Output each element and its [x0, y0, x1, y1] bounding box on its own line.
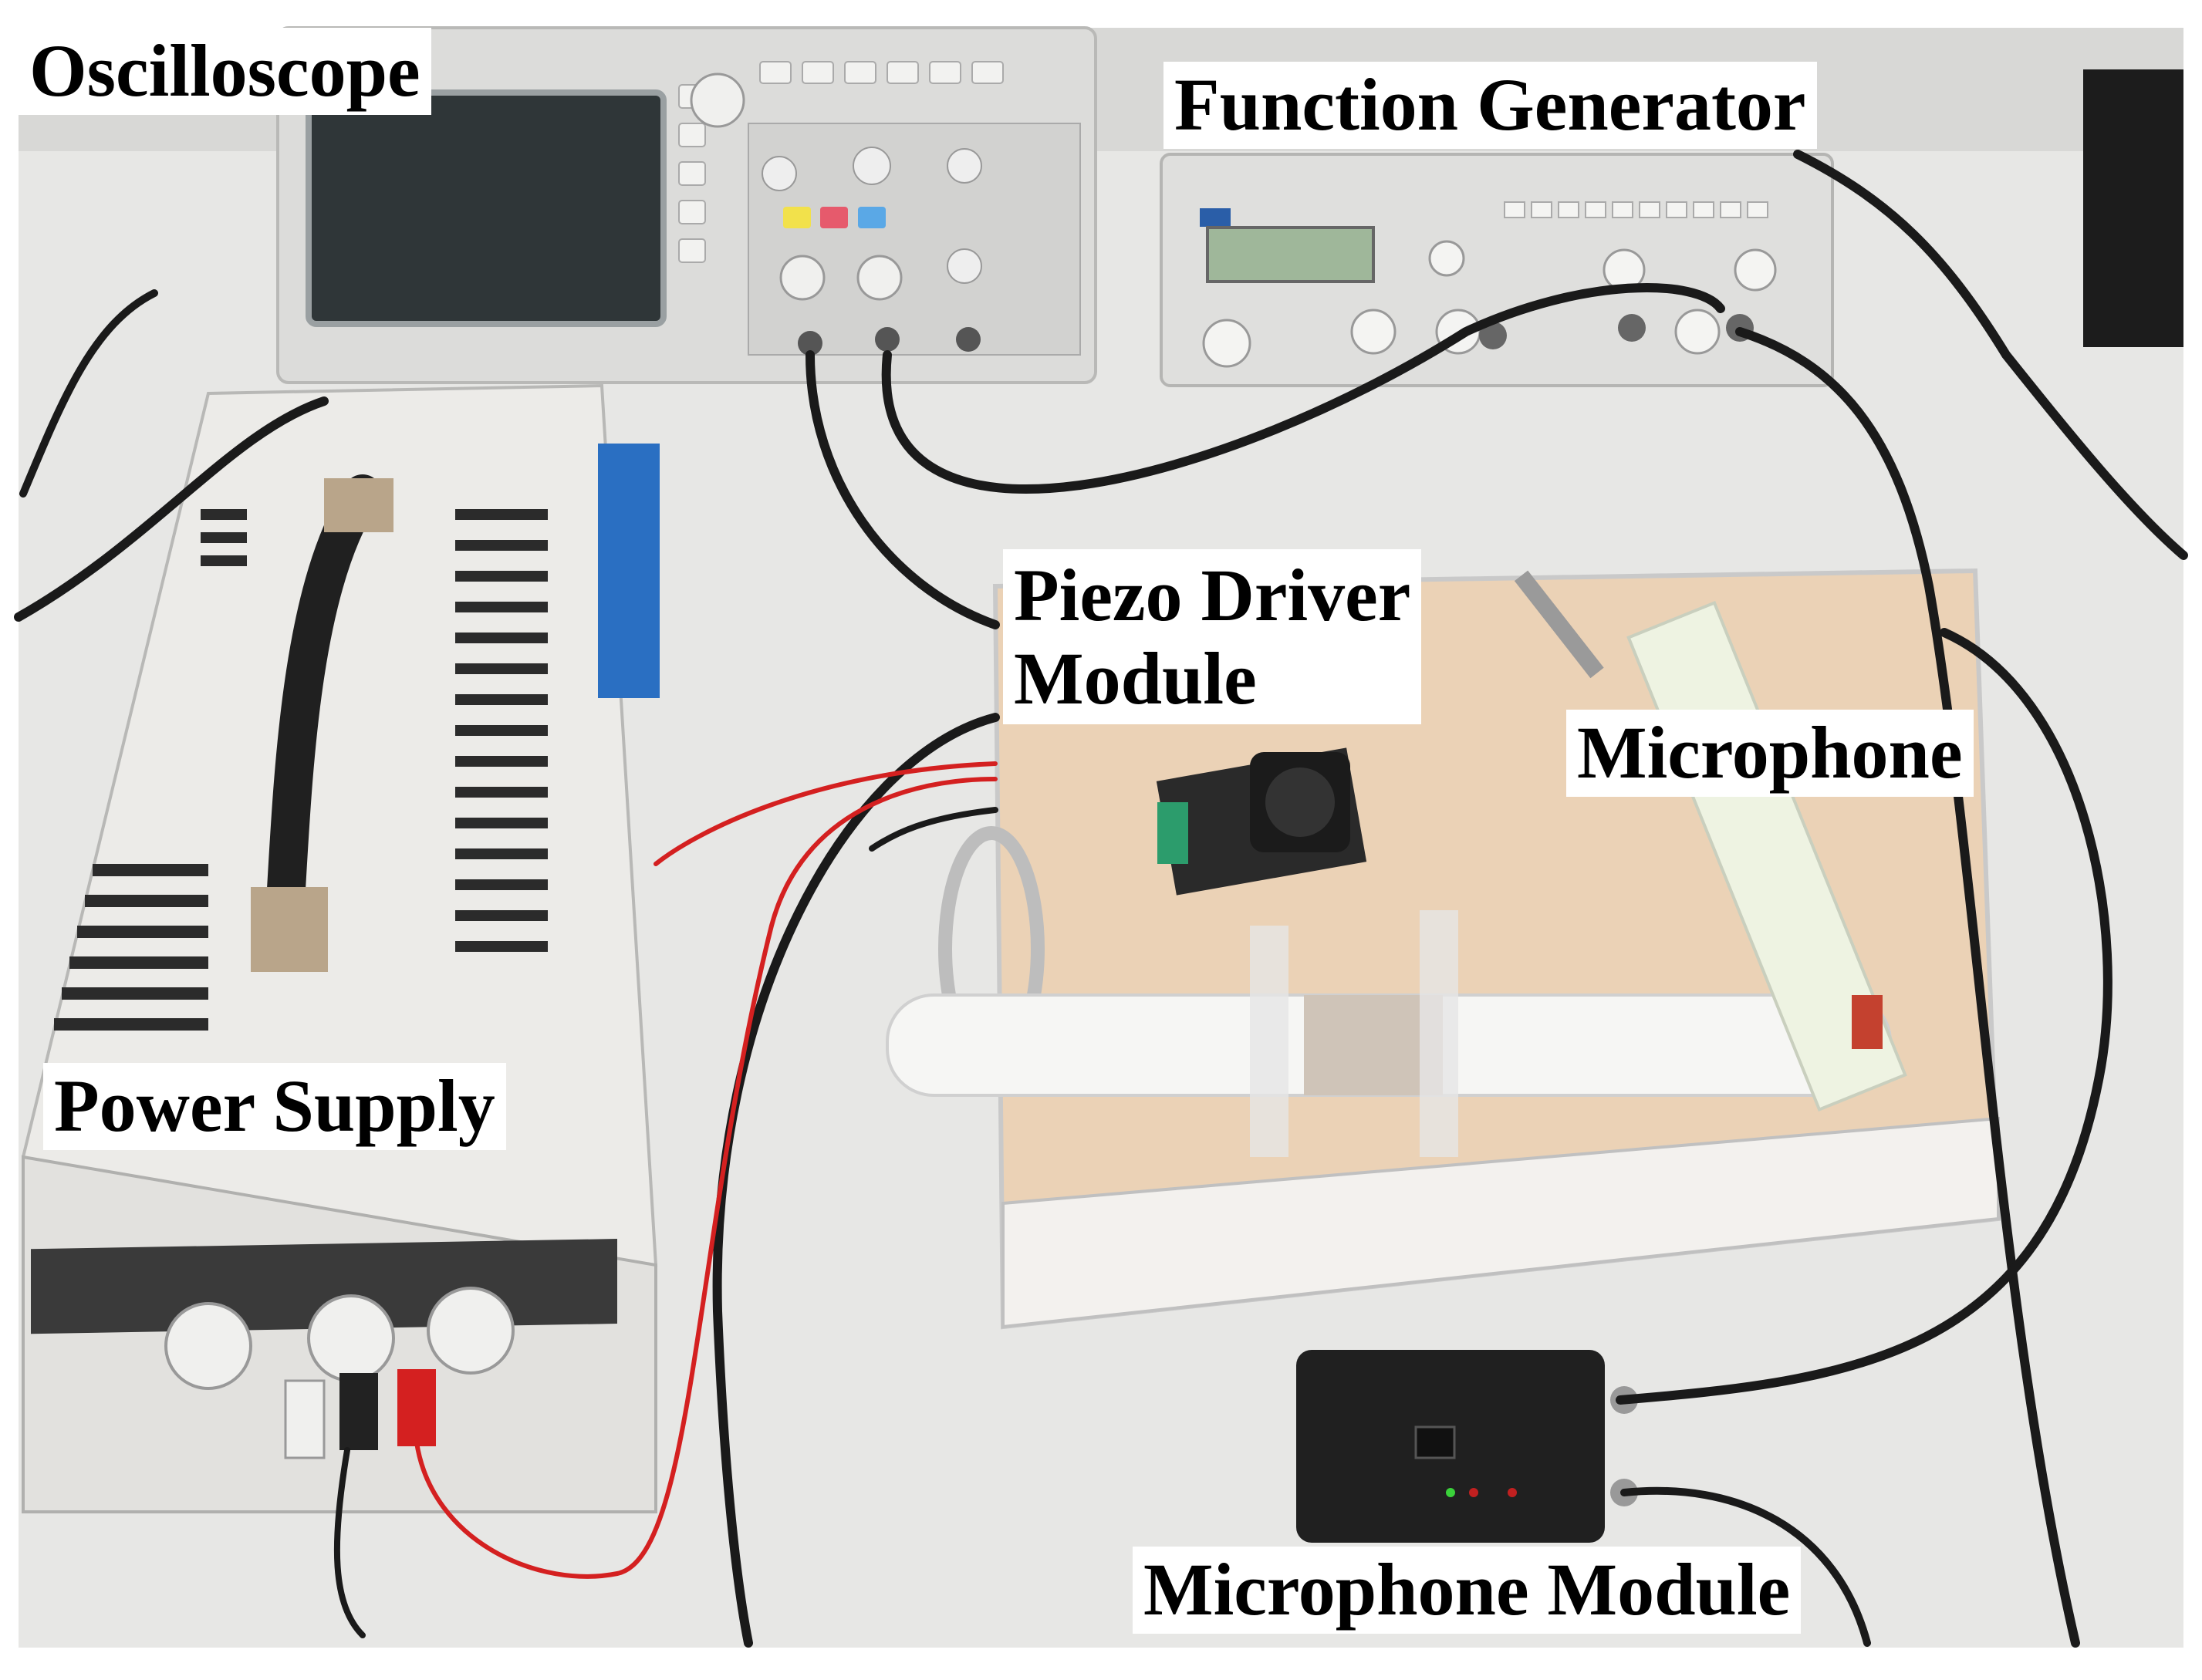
label-function-generator: Function Generator	[1163, 62, 1817, 149]
power-supply-blue-panel	[598, 444, 660, 698]
oscilloscope-screen	[306, 89, 667, 327]
function-generator-device	[1160, 153, 1834, 387]
microphone-probe	[1514, 570, 1604, 679]
red-lead	[654, 761, 998, 866]
math-button	[820, 207, 848, 228]
label-piezo-driver-module: Piezo Driver Module	[1003, 549, 1422, 725]
piezo-driver-board	[1156, 747, 1367, 896]
cables	[14, 150, 2188, 1648]
black-cable-left	[14, 396, 329, 622]
microphone-module-device	[1296, 1350, 1638, 1543]
label-power-supply: Power Supply	[43, 1063, 506, 1150]
label-microphone: Microphone	[1566, 710, 1974, 797]
function-generator-display	[1206, 226, 1375, 283]
scope-ch2-cable	[881, 283, 1725, 494]
label-oscilloscope: Oscilloscope	[19, 28, 431, 115]
ch2-button	[858, 207, 886, 228]
label-microphone-module: Microphone Module	[1133, 1547, 1802, 1634]
ch1-button	[783, 207, 811, 228]
power-supply-handle	[266, 474, 382, 922]
right-dark-object	[2083, 69, 2183, 347]
scope-ch1-cable	[805, 350, 1000, 629]
oscilloscope-device	[276, 26, 1097, 384]
